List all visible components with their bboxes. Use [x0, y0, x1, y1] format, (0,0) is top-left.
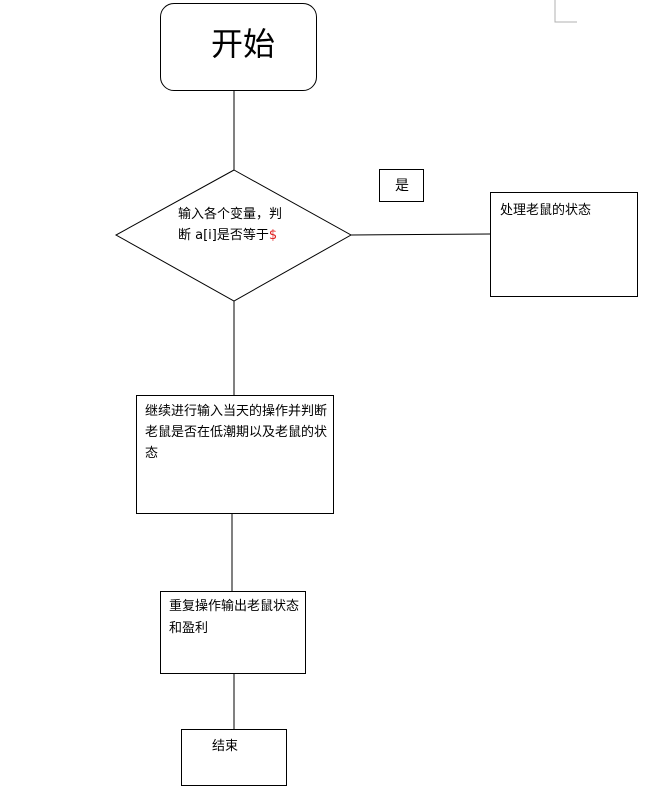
- start-node: 开始: [160, 3, 317, 91]
- repeat-node: 重复操作输出老鼠状态和盈利: [160, 591, 306, 674]
- decision-label: 输入各个变量，判 断 a[i]是否等于$: [178, 204, 308, 246]
- decision-line-2-text: 断 a[i]是否等于: [178, 228, 269, 243]
- decision-diamond: [114, 169, 353, 302]
- page-corner-mark: [554, 0, 577, 23]
- end-node: 结束: [181, 729, 287, 786]
- continue-node: 继续进行输入当天的操作并判断老鼠是否在低潮期以及老鼠的状态: [136, 395, 334, 514]
- repeat-label: 重复操作输出老鼠状态和盈利: [169, 599, 300, 636]
- decision-symbol: $: [268, 228, 278, 243]
- yes-label: 是: [395, 178, 409, 194]
- process-node: 处理老鼠的状态: [490, 192, 638, 297]
- end-label: 结束: [212, 739, 239, 754]
- process-label: 处理老鼠的状态: [500, 203, 592, 218]
- edge-decision-to-process: [350, 233, 491, 236]
- decision-line-1: 输入各个变量，判: [178, 207, 283, 222]
- start-label: 开始: [211, 25, 276, 63]
- yes-label-box: 是: [379, 169, 424, 202]
- decision-line-2: 断 a[i]是否等于$: [178, 225, 308, 246]
- continue-label: 继续进行输入当天的操作并判断老鼠是否在低潮期以及老鼠的状态: [145, 404, 328, 461]
